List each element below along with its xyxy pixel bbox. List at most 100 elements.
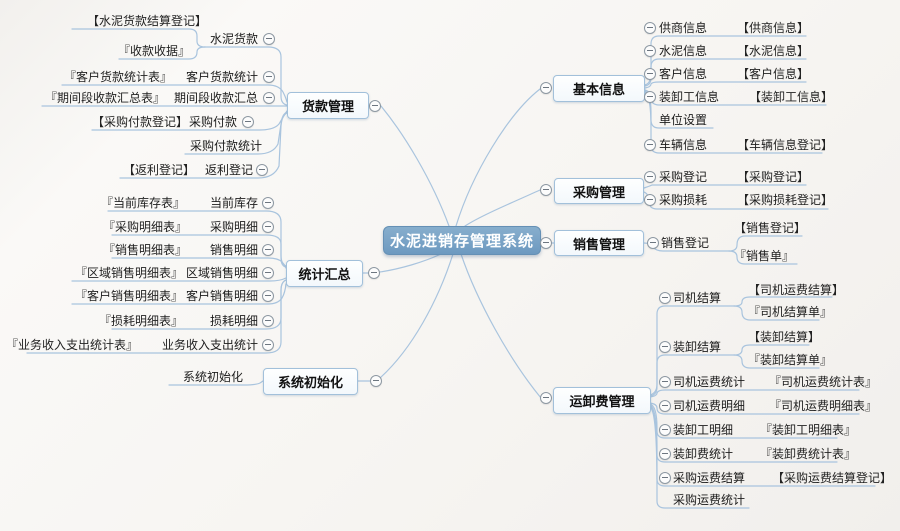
collapse-icon[interactable] — [644, 139, 656, 151]
mindmap-subtopic[interactable]: 期间段收款汇总 — [173, 91, 258, 105]
mindmap-subtopic[interactable]: 客户信息 — [659, 67, 708, 81]
mindmap-subtopic[interactable]: 客户销售明细 — [185, 289, 258, 303]
mindmap-doc-label[interactable]: 【水泥货款结算登记】 — [86, 14, 207, 28]
collapse-icon[interactable] — [540, 392, 552, 404]
mindmap-subtopic[interactable]: 采购付款统计 — [189, 139, 262, 153]
collapse-icon[interactable] — [263, 71, 275, 83]
mindmap-doc-label[interactable]: 『采购明细表』 — [102, 220, 187, 234]
mindmap-subtopic[interactable]: 区域销售明细 — [185, 266, 258, 280]
collapse-icon[interactable] — [644, 171, 656, 183]
mindmap-subtopic[interactable]: 当前库存 — [209, 196, 258, 210]
mindmap-subtopic[interactable]: 装卸工信息 — [659, 90, 720, 104]
mindmap-doc-label[interactable]: 『装卸费统计表』 — [760, 447, 857, 461]
mindmap-doc-label[interactable]: 【客户信息】 — [737, 67, 810, 81]
collapse-icon[interactable] — [262, 244, 274, 256]
collapse-icon[interactable] — [540, 82, 552, 94]
branch-basic-info[interactable]: 基本信息 — [553, 75, 645, 102]
collapse-icon[interactable] — [644, 45, 656, 57]
branch-sales-management[interactable]: 销售管理 — [554, 230, 644, 256]
mindmap-subtopic[interactable]: 采购损耗 — [659, 193, 708, 207]
mindmap-subtopic[interactable]: 采购明细 — [209, 220, 258, 234]
mindmap-doc-label[interactable]: 【采购损耗登记】 — [737, 193, 834, 207]
mindmap-doc-label[interactable]: 『当前库存表』 — [100, 196, 185, 210]
mindmap-subtopic[interactable]: 水泥信息 — [659, 44, 708, 58]
mindmap-doc-label[interactable]: 『客户货款统计表』 — [63, 70, 172, 84]
mindmap-doc-label[interactable]: 【装卸工信息】 — [749, 90, 834, 104]
mindmap-subtopic[interactable]: 水泥货款 — [209, 32, 258, 46]
mindmap-doc-label[interactable]: 【采购登记】 — [737, 170, 810, 184]
collapse-icon[interactable] — [659, 472, 671, 484]
mindmap-subtopic[interactable]: 司机运费明细 — [673, 399, 746, 413]
branch-freight-management[interactable]: 运卸费管理 — [553, 387, 651, 414]
collapse-icon[interactable] — [659, 376, 671, 388]
mindmap-subtopic[interactable]: 客户货款统计 — [185, 70, 258, 84]
collapse-icon[interactable] — [262, 339, 274, 351]
mindmap-subtopic[interactable]: 损耗明细 — [209, 314, 258, 328]
collapse-icon[interactable] — [540, 184, 552, 196]
branch-system-initialization[interactable]: 系统初始化 — [263, 368, 358, 395]
collapse-icon[interactable] — [659, 292, 671, 304]
mindmap-subtopic[interactable]: 采购登记 — [659, 170, 708, 184]
collapse-icon[interactable] — [262, 197, 274, 209]
mindmap-doc-label[interactable]: 『司机运费统计表』 — [769, 375, 878, 389]
mindmap-subtopic[interactable]: 司机运费统计 — [673, 375, 746, 389]
mindmap-doc-label[interactable]: 『期间段收款汇总表』 — [44, 91, 165, 105]
collapse-icon[interactable] — [659, 341, 671, 353]
collapse-icon[interactable] — [659, 448, 671, 460]
mindmap-subtopic[interactable]: 系统初始化 — [182, 370, 243, 384]
collapse-icon[interactable] — [242, 116, 254, 128]
mindmap-doc-label[interactable]: 『销售单』 — [734, 249, 795, 263]
collapse-icon[interactable] — [256, 164, 268, 176]
mindmap-subtopic[interactable]: 销售登记 — [661, 236, 710, 250]
mindmap-subtopic[interactable]: 装卸费统计 — [673, 447, 734, 461]
mindmap-doc-label[interactable]: 【车辆信息登记】 — [737, 138, 834, 152]
branch-purchase-management[interactable]: 采购管理 — [554, 178, 644, 204]
mindmap-doc-label[interactable]: 『损耗明细表』 — [98, 314, 183, 328]
mindmap-doc-label[interactable]: 『销售明细表』 — [102, 243, 187, 257]
collapse-icon[interactable] — [263, 33, 275, 45]
collapse-icon[interactable] — [370, 375, 382, 387]
mindmap-doc-label[interactable]: 【装卸结算】 — [748, 330, 821, 344]
collapse-icon[interactable] — [263, 92, 275, 104]
mindmap-subtopic[interactable]: 装卸工明细 — [673, 423, 734, 437]
branch-statistics-summary[interactable]: 统计汇总 — [286, 260, 363, 287]
branch-payment-management[interactable]: 货款管理 — [287, 92, 369, 119]
mindmap-doc-label[interactable]: 【司机运费结算】 — [748, 283, 845, 297]
mindmap-subtopic[interactable]: 销售明细 — [209, 243, 258, 257]
mindmap-doc-label[interactable]: 【销售登记】 — [734, 221, 807, 235]
mindmap-subtopic[interactable]: 返利登记 — [204, 163, 253, 177]
mindmap-doc-label[interactable]: 『装卸结算单』 — [748, 353, 833, 367]
mindmap-subtopic[interactable]: 司机结算 — [673, 291, 722, 305]
mindmap-doc-label[interactable]: 『司机结算单』 — [748, 305, 833, 319]
mindmap-subtopic[interactable]: 供商信息 — [659, 21, 708, 35]
mindmap-subtopic[interactable]: 采购运费结算 — [673, 471, 746, 485]
mindmap-subtopic[interactable]: 采购付款 — [188, 115, 237, 129]
collapse-icon[interactable] — [262, 267, 274, 279]
collapse-icon[interactable] — [262, 290, 274, 302]
collapse-icon[interactable] — [262, 315, 274, 327]
central-topic[interactable]: 水泥进销存管理系统 — [383, 226, 541, 255]
collapse-icon[interactable] — [368, 267, 380, 279]
mindmap-doc-label[interactable]: 『业务收入支出统计表』 — [5, 338, 138, 352]
mindmap-subtopic[interactable]: 单位设置 — [659, 113, 708, 127]
mindmap-doc-label[interactable]: 【水泥信息】 — [737, 44, 810, 58]
mindmap-subtopic[interactable]: 采购运费统计 — [673, 493, 746, 507]
collapse-icon[interactable] — [644, 91, 656, 103]
mindmap-doc-label[interactable]: 【供商信息】 — [737, 21, 810, 35]
collapse-icon[interactable] — [647, 237, 659, 249]
mindmap-doc-label[interactable]: 【采购付款登记】 — [91, 115, 188, 129]
mindmap-doc-label[interactable]: 『司机运费明细表』 — [769, 399, 878, 413]
mindmap-doc-label[interactable]: 『收款收据』 — [117, 44, 190, 58]
mindmap-doc-label[interactable]: 【返利登记】 — [122, 163, 195, 177]
collapse-icon[interactable] — [540, 237, 552, 249]
collapse-icon[interactable] — [659, 424, 671, 436]
collapse-icon[interactable] — [644, 22, 656, 34]
mindmap-subtopic[interactable]: 车辆信息 — [659, 138, 708, 152]
collapse-icon[interactable] — [262, 221, 274, 233]
collapse-icon[interactable] — [369, 100, 381, 112]
mindmap-doc-label[interactable]: 『装卸工明细表』 — [760, 423, 857, 437]
mindmap-subtopic[interactable]: 装卸结算 — [673, 340, 722, 354]
collapse-icon[interactable] — [644, 68, 656, 80]
mindmap-doc-label[interactable]: 『区域销售明细表』 — [74, 266, 183, 280]
mindmap-doc-label[interactable]: 【采购运费结算登记】 — [772, 471, 893, 485]
